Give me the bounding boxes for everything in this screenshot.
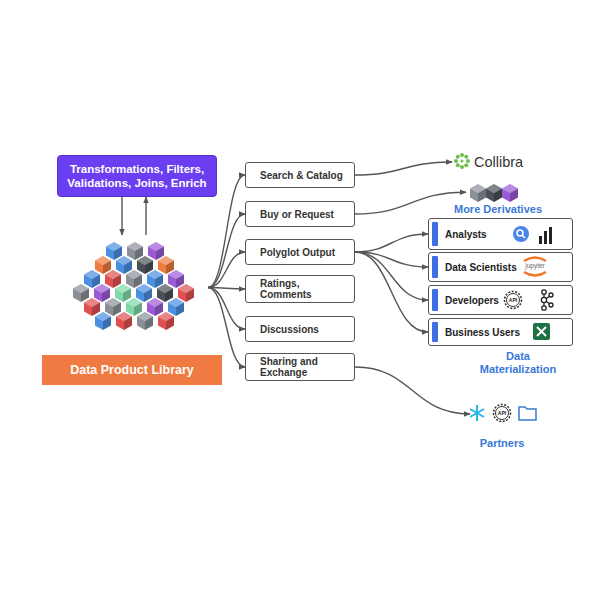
snowflake-arm [470, 409, 484, 417]
node-text: Buy or Request [260, 209, 334, 220]
data-cube [94, 284, 110, 302]
api-gear [494, 405, 511, 422]
feature-box: Polyglot Output [245, 239, 355, 265]
catalog-logo: Collibra [452, 150, 542, 174]
data-cube [105, 270, 121, 288]
process-box: Transformations, Filters, Validations, J… [57, 155, 217, 197]
data-cube [115, 284, 131, 302]
derivatives-target: More Derivatives [446, 182, 550, 216]
group-label: Data Materialization [470, 350, 566, 376]
feature-box: Buy or Request [245, 201, 355, 227]
data-cube [84, 298, 100, 316]
partners-icons [470, 405, 536, 422]
node-text: Business Users [445, 327, 520, 338]
logo-dot [456, 155, 460, 159]
flow-arrow [208, 252, 245, 288]
data-cube [126, 298, 142, 316]
consumer-box: Business Users [428, 318, 573, 346]
flow-arrow [355, 162, 452, 175]
feature-box: Search & Catalog [245, 162, 355, 188]
data-cube [105, 298, 121, 316]
data-cube [486, 184, 502, 202]
logo-dot [460, 153, 464, 157]
data-cube [116, 256, 132, 274]
node-text: Analysts [445, 229, 487, 240]
node-text: Polyglot Output [260, 247, 335, 258]
flow-arrow [355, 234, 428, 252]
flow-arrow [355, 252, 428, 332]
data-cube [148, 242, 164, 260]
logo-dot [461, 160, 464, 163]
consumer-box: Analysts [428, 218, 573, 250]
folder-icon [519, 407, 536, 420]
data-cube [127, 242, 143, 260]
node-text: Data Scientists [445, 262, 517, 273]
flow-arrow [145, 197, 146, 235]
flow-arrow [208, 214, 245, 288]
data-cube [178, 284, 194, 302]
data-cube [126, 270, 142, 288]
node-text: Transformations, Filters, Validations, J… [64, 162, 210, 190]
logo-text: jupyter [522, 262, 548, 270]
data-cube [470, 184, 486, 202]
logo-dot [454, 159, 458, 163]
node-text: Discussions [260, 324, 319, 335]
flow-arrow [121, 197, 122, 235]
data-cube [147, 298, 163, 316]
consumer-box: Developers [428, 285, 573, 315]
feature-box: Sharing and Exchange [245, 353, 355, 381]
data-cube [158, 312, 174, 330]
data-cube [84, 270, 100, 288]
snowflake-arm [476, 405, 478, 421]
node-text: Collibra [474, 154, 523, 170]
data-cube [137, 256, 153, 274]
data-cube [137, 312, 153, 330]
derivative-cubes [470, 184, 518, 202]
feature-box: Discussions [245, 316, 355, 342]
icon-text: API [494, 410, 510, 416]
data-cube [116, 312, 132, 330]
logo-dot [460, 165, 464, 169]
node-text: Developers [445, 295, 499, 306]
node-text: Ratings, Comments [260, 278, 322, 300]
data-cube [157, 284, 173, 302]
logo-dot [464, 163, 468, 167]
icon-text: API [505, 297, 521, 303]
data-cube [168, 270, 184, 288]
snowflake-icon [470, 405, 484, 421]
data-cube [136, 284, 152, 302]
partners-target: Partners [462, 402, 542, 450]
logo-dot [456, 163, 460, 167]
flow-arrow [208, 288, 245, 330]
node-text: Search & Catalog [260, 170, 343, 181]
node-text: Sharing and Exchange [260, 356, 328, 378]
consumer-box: Data Scientists [428, 252, 573, 282]
node-text: More Derivatives [454, 203, 542, 216]
feature-box: Ratings, Comments [245, 275, 355, 303]
snowflake-arm [470, 409, 484, 417]
cube-cluster [73, 242, 194, 330]
collibra-logo [454, 153, 470, 169]
data-cube [168, 298, 184, 316]
library-band: Data Product Library [42, 235, 222, 385]
data-cube [158, 256, 174, 274]
data-cube [73, 284, 89, 302]
logo-dot [464, 155, 468, 159]
data-cube [147, 270, 163, 288]
logo-dot [466, 159, 470, 163]
data-cube [502, 184, 518, 202]
data-cube [106, 242, 122, 260]
node-text: Partners [480, 437, 525, 450]
flow-arrow [355, 367, 470, 414]
flow-arrow [355, 192, 466, 214]
node-text: Data Product Library [42, 355, 222, 385]
data-cube [95, 312, 111, 330]
data-cube [95, 256, 111, 274]
